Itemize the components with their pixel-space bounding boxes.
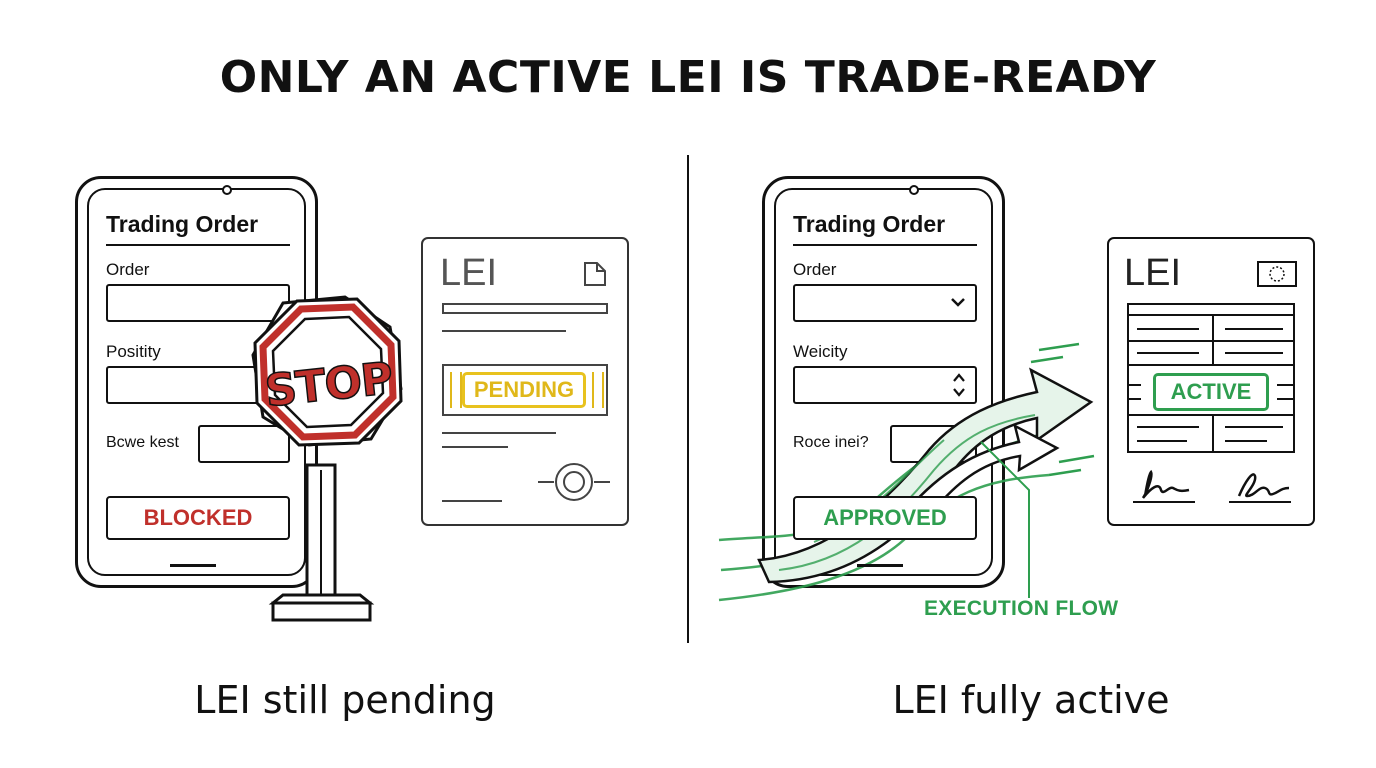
right-field2-label: Weicity [793, 342, 848, 361]
arrow-icon [718, 342, 1095, 602]
left-order-title: Trading Order [106, 211, 259, 237]
lei-pending-line2 [442, 432, 556, 434]
stamp-icon [538, 463, 610, 501]
pending-dash-left [450, 372, 462, 408]
right-phone-camera [909, 185, 919, 195]
pending-status-badge: PENDING [462, 372, 586, 408]
left-panel: Trading Order Order Positity Bcwe kest B… [0, 0, 687, 768]
left-phone-camera [222, 185, 232, 195]
right-stepper-field[interactable] [793, 366, 977, 404]
lei-pending-bar [442, 303, 608, 314]
right-order-title: Trading Order [793, 211, 946, 237]
left-home-bar [170, 564, 216, 567]
stop-sign-face [253, 297, 403, 447]
lei-pending-heading: LEI [440, 252, 498, 294]
left-field3-label: Bcwe kest [106, 434, 179, 451]
execution-flow-label: EXECUTION FLOW [924, 597, 1119, 620]
document-icon [584, 262, 606, 286]
signature-icon [1133, 469, 1195, 503]
lei-pending-line [442, 330, 566, 332]
blocked-button[interactable]: BLOCKED [106, 496, 290, 540]
right-caption: LEI fully active [892, 678, 1170, 722]
right-field3-label: Rocе inei? [793, 434, 869, 451]
right-field1-label: Order [793, 260, 837, 279]
right-title-rule [793, 244, 977, 246]
left-field3-input[interactable] [198, 425, 290, 463]
lei-active-heading: LEI [1124, 252, 1182, 294]
right-panel: Trading Order Order Weicity Rocе inei? A… [689, 0, 1376, 768]
active-status-badge: ACTIVE [1153, 373, 1269, 411]
seal-icon [1257, 261, 1297, 287]
left-title-rule [106, 244, 290, 246]
pending-dash-right [592, 372, 604, 408]
panel-divider [687, 155, 689, 643]
right-home-bar [857, 564, 903, 567]
right-order-select[interactable] [793, 284, 977, 322]
lei-pending-line3 [442, 446, 508, 448]
signature-icon-2 [1229, 473, 1291, 503]
left-field1-label: Order [106, 260, 150, 279]
stop-sign [251, 295, 403, 622]
stepper-icon[interactable] [953, 372, 965, 398]
chevron-down-icon [951, 298, 965, 307]
page-title: ONLY AN ACTIVE LEI IS TRADE-READY [219, 52, 1157, 103]
approved-button[interactable]: APPROVED [793, 496, 977, 540]
stop-sign-base [271, 601, 372, 622]
left-caption: LEI still pending [194, 678, 496, 722]
left-field2-label: Positity [106, 342, 161, 361]
lei-pending-line4 [442, 500, 502, 502]
pending-status-frame [442, 364, 608, 416]
left-order-field[interactable] [106, 284, 290, 322]
right-phone-screen [774, 188, 993, 576]
